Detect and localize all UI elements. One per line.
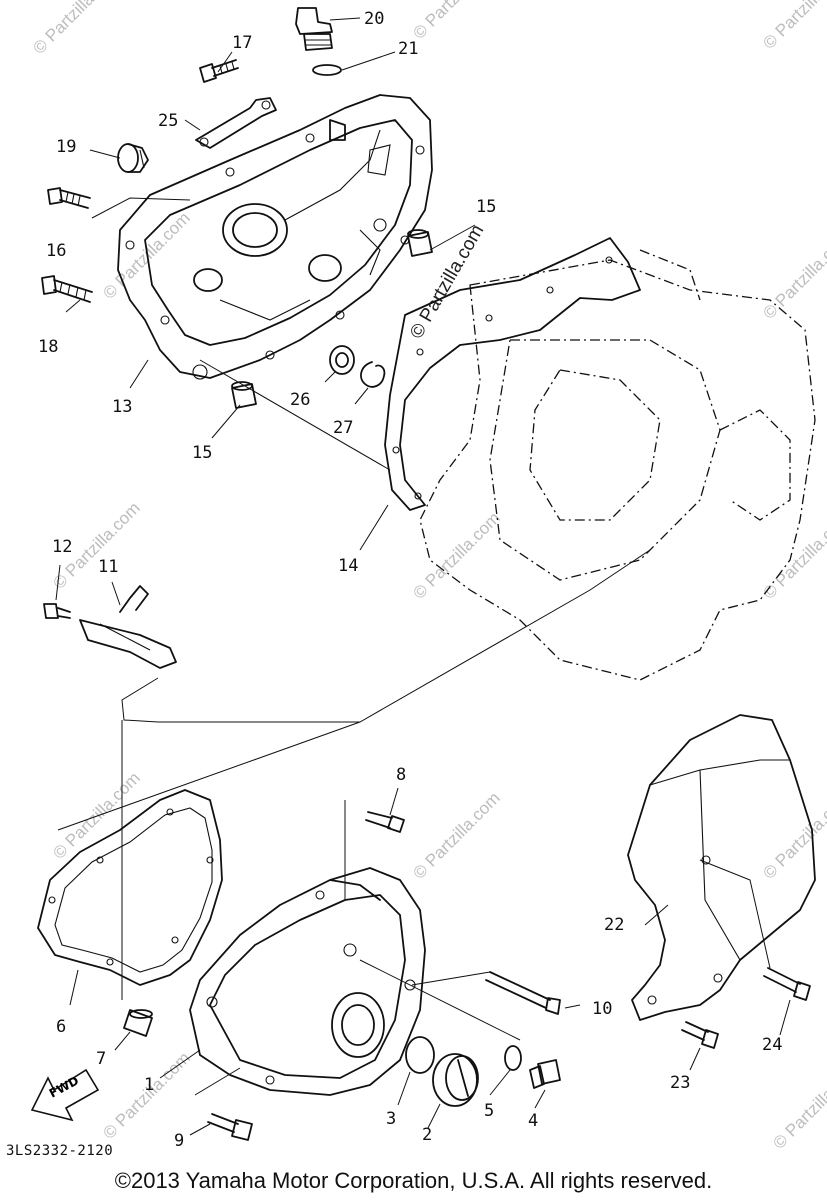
- watermark: © Partzilla.com: [99, 1048, 193, 1142]
- circlip: [360, 361, 386, 388]
- screw: [43, 603, 71, 619]
- callout-5: 5: [484, 1101, 494, 1121]
- callout-23: 23: [670, 1073, 690, 1093]
- callout-22: 22: [604, 915, 624, 935]
- dowel-pin: [231, 381, 257, 409]
- bolt: [681, 1021, 719, 1049]
- oil-level-window: [117, 143, 149, 173]
- callout-11: 11: [98, 557, 118, 577]
- o-ring: [504, 1045, 522, 1071]
- long-bolt: [485, 971, 561, 1015]
- o-ring: [405, 1036, 435, 1074]
- callout-2: 2: [422, 1125, 432, 1145]
- dowel-pin: [407, 229, 433, 257]
- callout-20: 20: [364, 9, 384, 29]
- watermark: © Partzilla.com: [29, 0, 123, 58]
- callout-9: 9: [174, 1131, 184, 1151]
- watermark: © Partzilla.com: [759, 788, 827, 882]
- watermark: © Partzilla.com: [409, 508, 503, 602]
- callout-26: 26: [290, 390, 310, 410]
- watermark-layer: © Partzilla.com © Partzilla.com © Partzi…: [29, 0, 827, 1153]
- bolt: [47, 187, 91, 209]
- watermark: © Partzilla.com: [409, 0, 503, 43]
- callout-3: 3: [386, 1109, 396, 1129]
- callout-13: 13: [112, 397, 132, 417]
- callout-27: 27: [333, 418, 353, 438]
- crankcase-cover-gasket: [384, 237, 641, 511]
- callout-1: 1: [144, 1075, 154, 1095]
- bolt: [41, 275, 93, 303]
- o-ring: [312, 64, 342, 76]
- crankcase-cover-right: [117, 94, 433, 380]
- callout-16: 16: [46, 241, 66, 261]
- cable-guide: [79, 585, 177, 669]
- leader-path-lines: [57, 359, 651, 1000]
- bolt: [763, 967, 811, 1001]
- callout-21: 21: [398, 39, 418, 59]
- oil-filler-plug: [295, 7, 333, 51]
- callout-18: 18: [38, 337, 58, 357]
- oil-seal: [329, 345, 355, 375]
- callout-14: 14: [338, 556, 358, 576]
- clamp-plate: [195, 97, 277, 149]
- callout-6: 6: [56, 1017, 66, 1037]
- callout-4: 4: [528, 1111, 538, 1131]
- callout-8: 8: [396, 765, 406, 785]
- drain-plug: [529, 1059, 561, 1089]
- crankcase-cover-gasket-left: [37, 789, 223, 986]
- callout-25: 25: [158, 111, 178, 131]
- dowel-pin: [123, 1009, 153, 1037]
- sprocket-cover: [627, 714, 816, 1021]
- callout-15: 15: [192, 443, 212, 463]
- callout-24: 24: [762, 1035, 782, 1055]
- copyright-notice: ©2013 Yamaha Motor Corporation, U.S.A. A…: [114, 1168, 713, 1193]
- watermark: © Partzilla.com: [759, 508, 827, 602]
- watermark: © Partzilla.com: [769, 1058, 827, 1152]
- bolt: [199, 59, 239, 83]
- callout-labels: 20 21 17 25 19 16 18 13 15 15 26 27 14 1…: [38, 9, 782, 1151]
- watermark: © Partzilla.com: [759, 228, 827, 322]
- forward-arrow-icon: FWD: [30, 1068, 100, 1122]
- callout-leader-lines: [55, 17, 791, 1136]
- callout-12: 12: [52, 537, 72, 557]
- bolt: [207, 1113, 253, 1141]
- callout-15: 15: [476, 197, 496, 217]
- crankshaft-end-plug: [432, 1053, 479, 1107]
- bolt: [365, 811, 405, 833]
- watermark-main: © Partzilla.com: [406, 221, 488, 342]
- diagram-code: 3LS2332-2120: [6, 1143, 114, 1159]
- watermark: © Partzilla.com: [409, 788, 503, 882]
- callout-7: 7: [96, 1049, 106, 1069]
- callout-10: 10: [592, 999, 612, 1019]
- crankcase-cover-left: [189, 867, 426, 1096]
- engine-crankcase-outline: [419, 249, 816, 681]
- callout-17: 17: [232, 33, 252, 53]
- watermark: © Partzilla.com: [49, 768, 143, 862]
- watermark: © Partzilla.com: [759, 0, 827, 53]
- callout-19: 19: [56, 137, 76, 157]
